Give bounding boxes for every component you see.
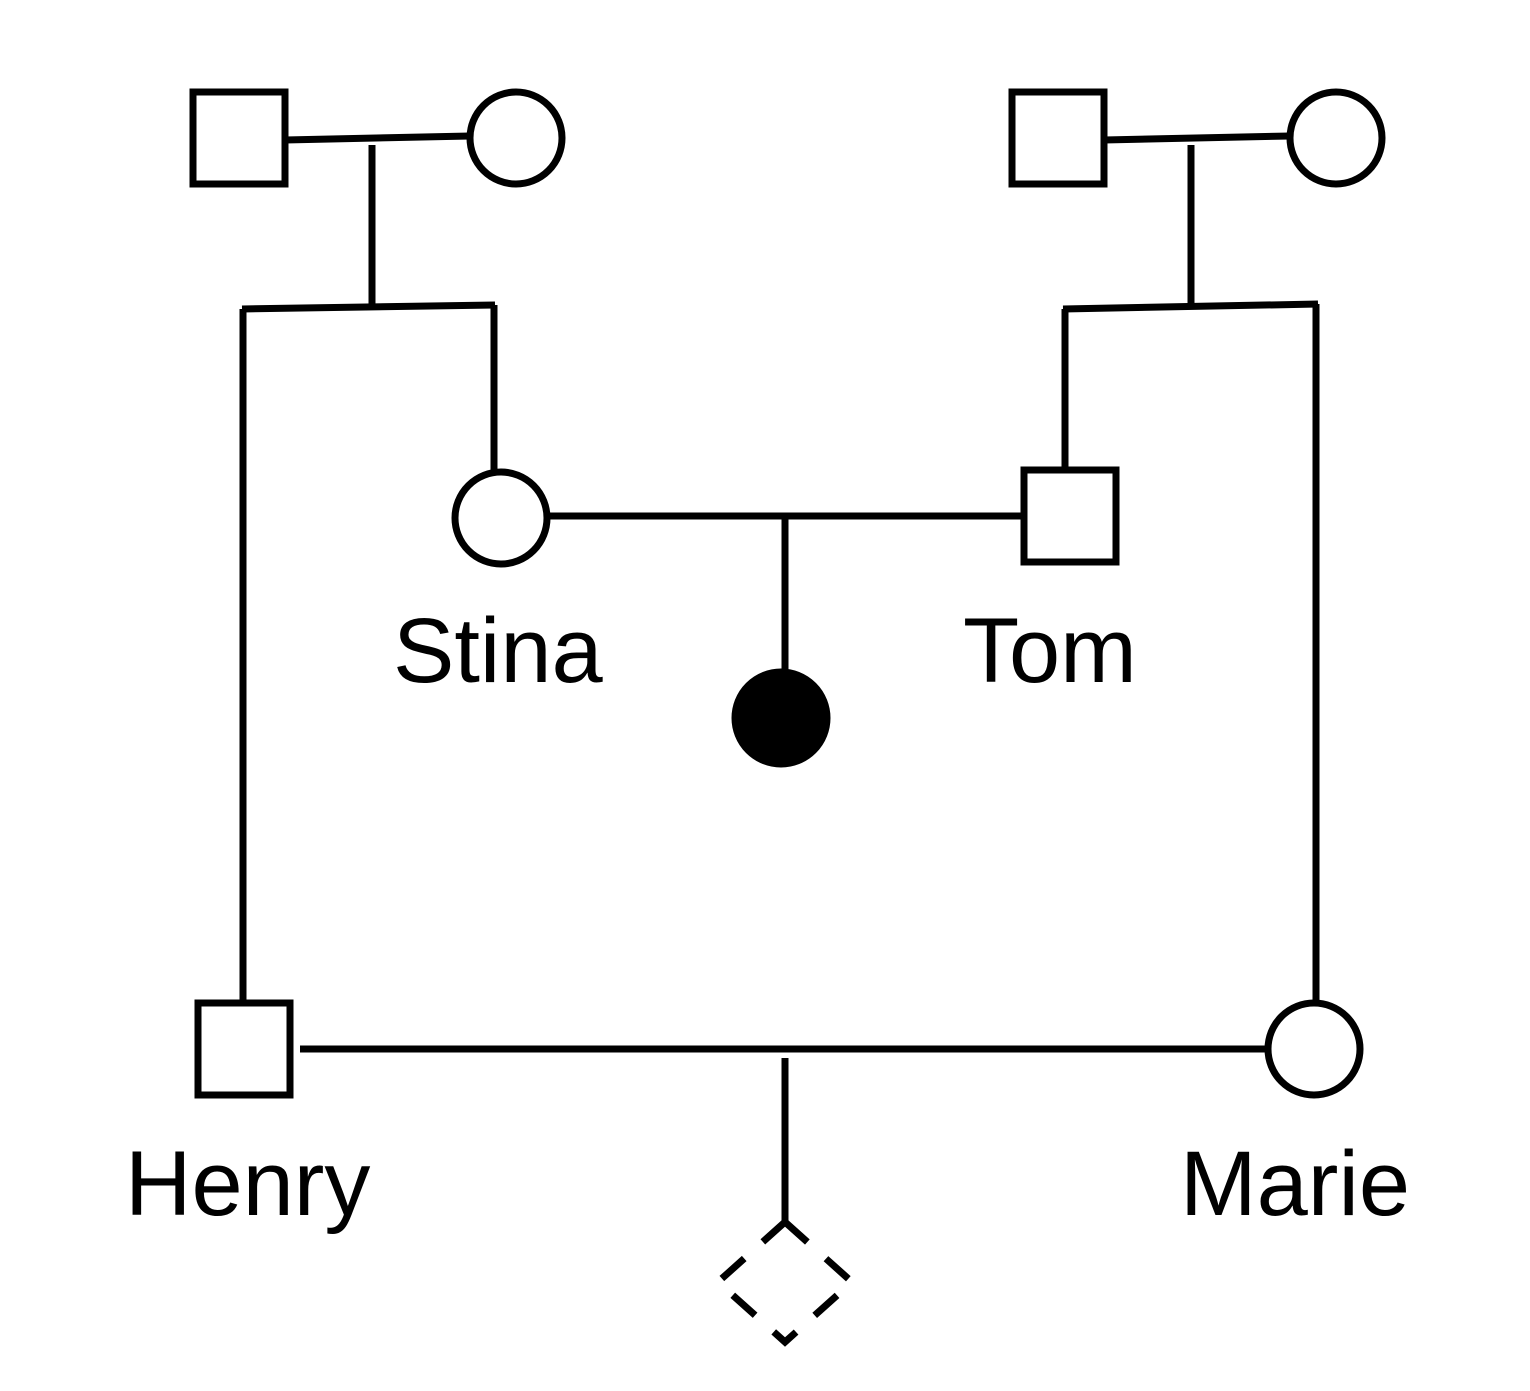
stina-symbol	[451, 468, 551, 568]
tom-symbol	[1020, 466, 1120, 566]
grandmother-right	[1286, 88, 1386, 188]
marie-symbol	[1264, 999, 1364, 1099]
marriage-line-left-grandparents	[284, 132, 471, 144]
marriage-line-right-grandparents	[1103, 132, 1291, 144]
henry-symbol	[194, 999, 294, 1099]
label-marie: Marie	[1180, 1133, 1410, 1235]
sibship-line-right	[1062, 300, 1319, 313]
label-tom: Tom	[963, 600, 1137, 702]
label-henry: Henry	[125, 1133, 370, 1235]
sibship-line-left	[241, 301, 496, 313]
label-stina: Stina	[393, 600, 604, 702]
unborn-child-diamond	[712, 1217, 858, 1347]
grandfather-right	[1008, 88, 1108, 188]
affected-child-symbol	[731, 668, 831, 768]
grandmother-left	[466, 88, 566, 188]
grandfather-left	[189, 88, 289, 188]
